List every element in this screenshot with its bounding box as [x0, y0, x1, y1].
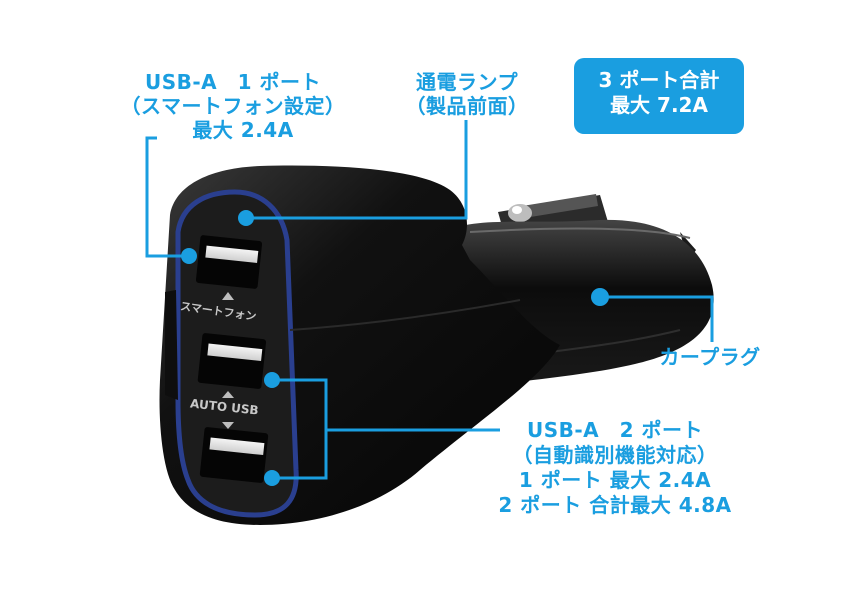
callout-power-lamp: 通電ランプ （製品前面）: [392, 70, 542, 118]
usb-port1-max: 最大 2.4A: [192, 118, 294, 142]
callout-car-plug: カープラグ: [640, 345, 780, 369]
total-max-current: 最大 7.2A: [610, 93, 708, 117]
callout-usb-port2: USB-A 2 ポート （自動識別機能対応） 1 ポート 最大 2.4A 2 ポ…: [470, 418, 760, 518]
down-arrow-icon-auto: [222, 422, 234, 429]
power-lamp-title: 通電ランプ: [416, 70, 518, 94]
power-lamp-location: （製品前面）: [405, 94, 529, 118]
up-arrow-icon-auto: [222, 391, 234, 398]
usb-port1-title: USB-A 1 ポート: [144, 70, 322, 94]
usb-port-2: [197, 333, 267, 389]
usb-port-3: [199, 427, 269, 483]
usb-port2-title: USB-A 2 ポート: [526, 418, 704, 442]
callout-usb-port1: USB-A 1 ポート （スマートフォン設定） 最大 2.4A: [108, 70, 358, 142]
up-arrow-icon: [222, 292, 234, 300]
total-output-badge: 3 ポート合計 最大 7.2A: [574, 58, 744, 134]
callout-lines: [145, 120, 714, 480]
usb-port2-feature: （自動識別機能対応）: [512, 443, 718, 467]
car-plug-label: カープラグ: [659, 345, 761, 369]
usb-port2-single-max: 1 ポート 最大 2.4A: [518, 468, 712, 492]
usb-port1-mode: （スマートフォン設定）: [120, 94, 346, 118]
callout-dots: [181, 210, 609, 486]
usb-port2-total-max: 2 ポート 合計最大 4.8A: [498, 493, 732, 517]
usb-port-1: [195, 235, 263, 289]
total-ports-label: 3 ポート合計: [598, 68, 720, 92]
